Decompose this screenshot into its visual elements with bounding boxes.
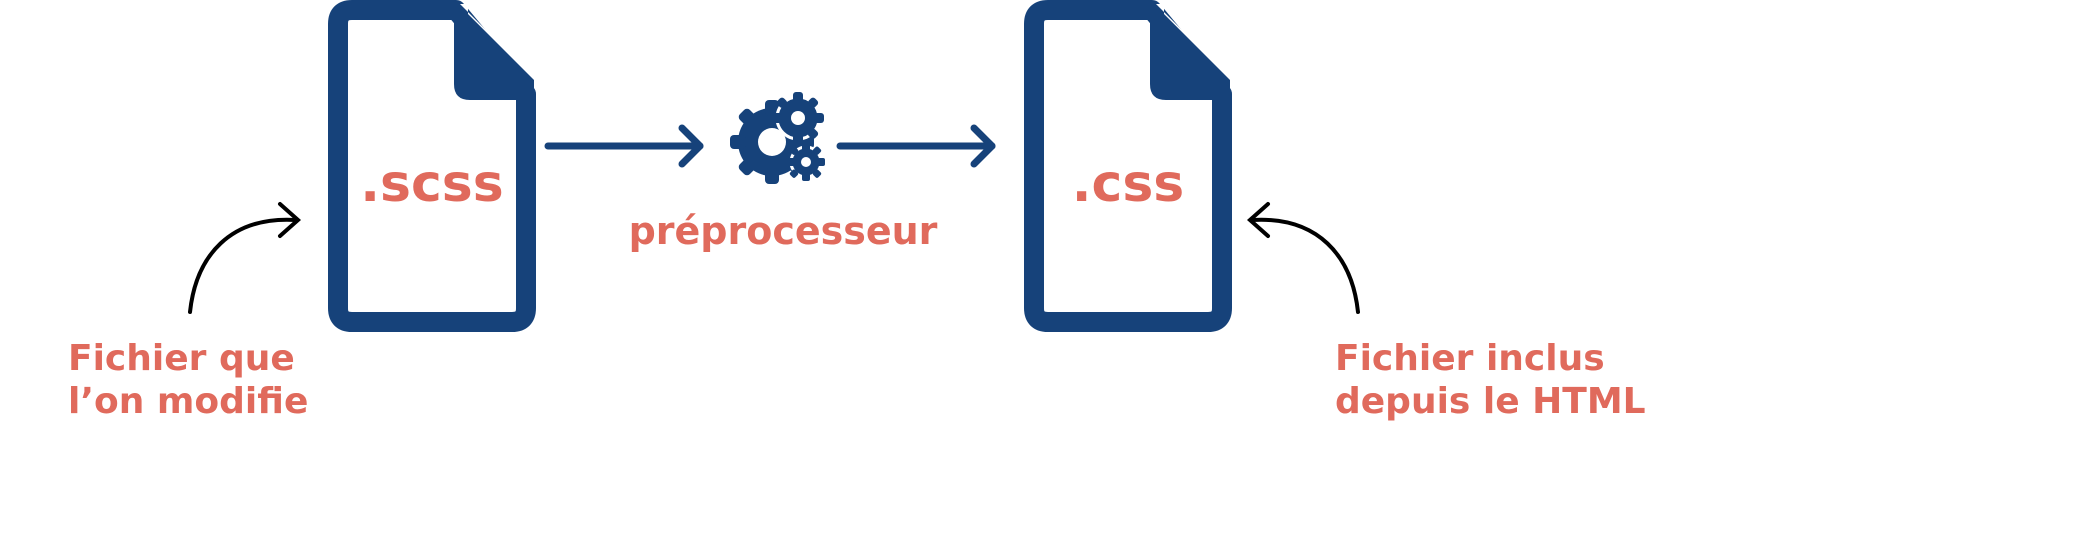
- arrow-to-preprocessor: [544, 124, 704, 168]
- arrow-to-css: [836, 124, 996, 168]
- css-file-label: .css: [1072, 154, 1184, 214]
- preprocessor-label: préprocesseur: [629, 209, 938, 253]
- scss-file-label: .scss: [360, 154, 503, 214]
- scss-file: .scss: [328, 0, 536, 332]
- curved-arrow-left: [188, 202, 302, 314]
- scss-document-icon: [328, 0, 536, 332]
- source-note-line-1: Fichier que: [68, 338, 295, 379]
- source-note-line-2: l’on modifie: [68, 381, 308, 422]
- css-document-icon: [1024, 0, 1232, 332]
- output-note-line-1: Fichier inclus: [1335, 338, 1605, 379]
- gears-icon: [730, 92, 825, 184]
- css-file: .css: [1024, 0, 1232, 332]
- output-note-line-2: depuis le HTML: [1335, 381, 1646, 422]
- curved-arrow-right: [1246, 202, 1360, 314]
